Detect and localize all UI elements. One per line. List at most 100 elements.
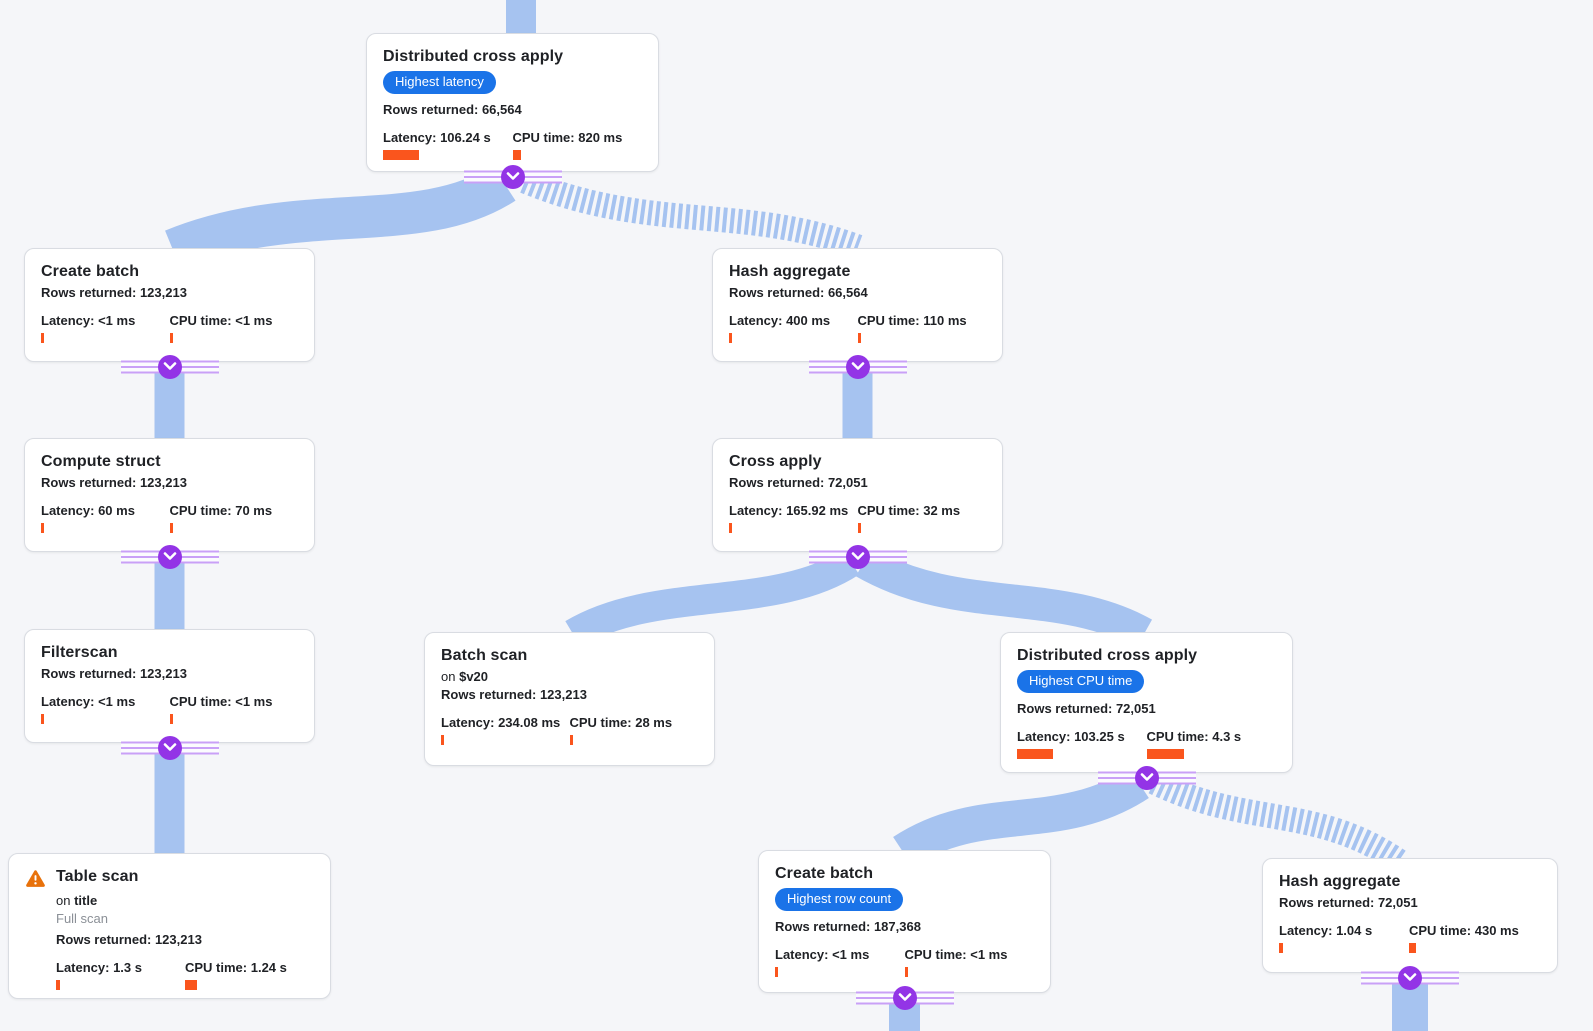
node-batch-scan[interactable]: Batch scan on $v20 Rows returned: 123,21… xyxy=(424,632,715,766)
node-title: Table scan xyxy=(56,868,139,885)
rows-returned: Rows returned: 72,051 xyxy=(1017,701,1156,716)
cpu-time-bar xyxy=(169,333,173,343)
node-title: Hash aggregate xyxy=(1279,873,1401,890)
latency-bar xyxy=(56,980,60,990)
cpu-time-bar xyxy=(1409,943,1416,953)
collapse-node-button[interactable] xyxy=(157,736,182,760)
cpu-time-label: CPU time: 28 ms xyxy=(569,715,673,730)
latency-label: Latency: 234.08 ms xyxy=(441,715,561,730)
node-hash-aggregate-top[interactable]: Hash aggregate Rows returned: 66,564 Lat… xyxy=(712,248,1003,362)
cpu-time-label: CPU time: <1 ms xyxy=(169,694,273,709)
latency-label: Latency: 106.24 s xyxy=(383,130,491,145)
rows-returned: Rows returned: 123,213 xyxy=(56,932,202,947)
rows-returned: Rows returned: 72,051 xyxy=(1279,895,1418,910)
latency-label: Latency: <1 ms xyxy=(41,694,136,709)
cpu-time-label: CPU time: 32 ms xyxy=(857,503,961,518)
chevron-down-icon xyxy=(163,358,177,376)
node-compute-struct[interactable]: Compute struct Rows returned: 123,213 La… xyxy=(24,438,315,552)
cpu-time-label: CPU time: 820 ms xyxy=(512,130,623,145)
chevron-down-icon xyxy=(898,989,912,1007)
node-title: Create batch xyxy=(775,865,874,882)
node-title: Cross apply xyxy=(729,453,822,470)
collapse-node-button[interactable] xyxy=(1134,766,1159,790)
cpu-time-bar xyxy=(904,967,908,977)
latency-bar xyxy=(775,967,778,977)
connector-hash-aggregate-top xyxy=(808,354,907,380)
warning-triangle-icon xyxy=(25,869,46,893)
latency-bar xyxy=(1279,943,1283,953)
latency-bar xyxy=(41,523,44,533)
node-hash-aggregate-bottom[interactable]: Hash aggregate Rows returned: 72,051 Lat… xyxy=(1262,858,1558,973)
connector-create-batch-left xyxy=(120,354,219,380)
rows-returned: Rows returned: 123,213 xyxy=(41,285,187,300)
cpu-time-label: CPU time: 110 ms xyxy=(857,313,967,328)
chevron-down-icon xyxy=(163,548,177,566)
latency-bar xyxy=(1017,749,1053,759)
collapse-node-button[interactable] xyxy=(157,545,182,569)
node-title: Compute struct xyxy=(41,453,161,470)
latency-label: Latency: 103.25 s xyxy=(1017,729,1125,744)
rows-returned: Rows returned: 123,213 xyxy=(41,666,187,681)
cpu-time-bar xyxy=(569,735,573,745)
cpu-time-label: CPU time: <1 ms xyxy=(169,313,273,328)
node-create-batch-bottom[interactable]: Create batch Highest row count Rows retu… xyxy=(758,850,1051,993)
latency-bar xyxy=(41,714,44,724)
latency-label: Latency: 60 ms xyxy=(41,503,135,518)
cpu-time-bar xyxy=(512,150,521,160)
node-table-scan[interactable]: Table scan on title Full scan Rows retur… xyxy=(8,853,331,999)
rows-returned: Rows returned: 123,213 xyxy=(441,687,587,702)
connector-create-batch-bottom xyxy=(855,985,954,1011)
edge-dca-right-to-create-batch xyxy=(893,767,1149,868)
latency-bar xyxy=(729,333,732,343)
latency-bar xyxy=(383,150,419,160)
cpu-time-bar xyxy=(857,523,861,533)
node-create-batch-left[interactable]: Create batch Rows returned: 123,213 Late… xyxy=(24,248,315,362)
cpu-time-label: CPU time: 70 ms xyxy=(169,503,273,518)
chevron-down-icon xyxy=(163,739,177,757)
latency-label: Latency: 400 ms xyxy=(729,313,831,328)
chevron-down-icon xyxy=(851,358,865,376)
collapse-node-button[interactable] xyxy=(500,165,525,189)
cpu-time-bar xyxy=(185,980,197,990)
scan-type-note: Full scan xyxy=(56,911,109,926)
node-distributed-cross-apply-right[interactable]: Distributed cross apply Highest CPU time… xyxy=(1000,632,1293,773)
node-distributed-cross-apply-top[interactable]: Distributed cross apply Highest latency … xyxy=(366,33,659,172)
edge-dca-top-to-hash-aggregate xyxy=(520,169,863,259)
cpu-time-label: CPU time: 1.24 s xyxy=(185,960,287,975)
node-title: Distributed cross apply xyxy=(383,48,564,65)
chevron-down-icon xyxy=(1140,769,1154,787)
collapse-node-button[interactable] xyxy=(1398,966,1422,990)
cpu-time-bar xyxy=(169,714,173,724)
collapse-node-button[interactable] xyxy=(157,355,182,379)
connector-dca-top xyxy=(463,164,562,190)
cpu-time-bar xyxy=(169,523,173,533)
node-title: Hash aggregate xyxy=(729,263,851,280)
rows-returned: Rows returned: 187,368 xyxy=(775,919,921,934)
chevron-down-icon xyxy=(1403,969,1417,987)
node-title: Distributed cross apply xyxy=(1017,647,1198,664)
node-title: Filterscan xyxy=(41,644,118,661)
collapse-node-button[interactable] xyxy=(892,986,917,1010)
collapse-node-button[interactable] xyxy=(845,545,870,569)
connector-cross-apply xyxy=(808,544,907,570)
scan-target: on $v20 xyxy=(441,669,489,684)
node-title: Batch scan xyxy=(441,647,528,664)
edge-cross-apply-to-dca-right xyxy=(855,547,1153,649)
connector-hash-aggregate-bottom xyxy=(1361,965,1459,991)
latency-label: Latency: <1 ms xyxy=(775,947,870,962)
cpu-time-label: CPU time: 430 ms xyxy=(1409,923,1519,938)
latency-label: Latency: <1 ms xyxy=(41,313,136,328)
connector-dca-right xyxy=(1097,765,1196,791)
chevron-down-icon xyxy=(851,548,865,566)
connector-filterscan xyxy=(120,735,219,761)
latency-bar xyxy=(729,523,732,533)
latency-label: Latency: 1.04 s xyxy=(1279,923,1373,938)
node-cross-apply[interactable]: Cross apply Rows returned: 72,051 Latenc… xyxy=(712,438,1003,552)
chevron-down-icon xyxy=(506,168,520,186)
collapse-node-button[interactable] xyxy=(845,355,870,379)
node-filterscan[interactable]: Filterscan Rows returned: 123,213 Latenc… xyxy=(24,629,315,743)
node-title: Create batch xyxy=(41,263,140,280)
highest-row-count-badge: Highest row count xyxy=(775,888,904,911)
latency-bar xyxy=(41,333,44,343)
